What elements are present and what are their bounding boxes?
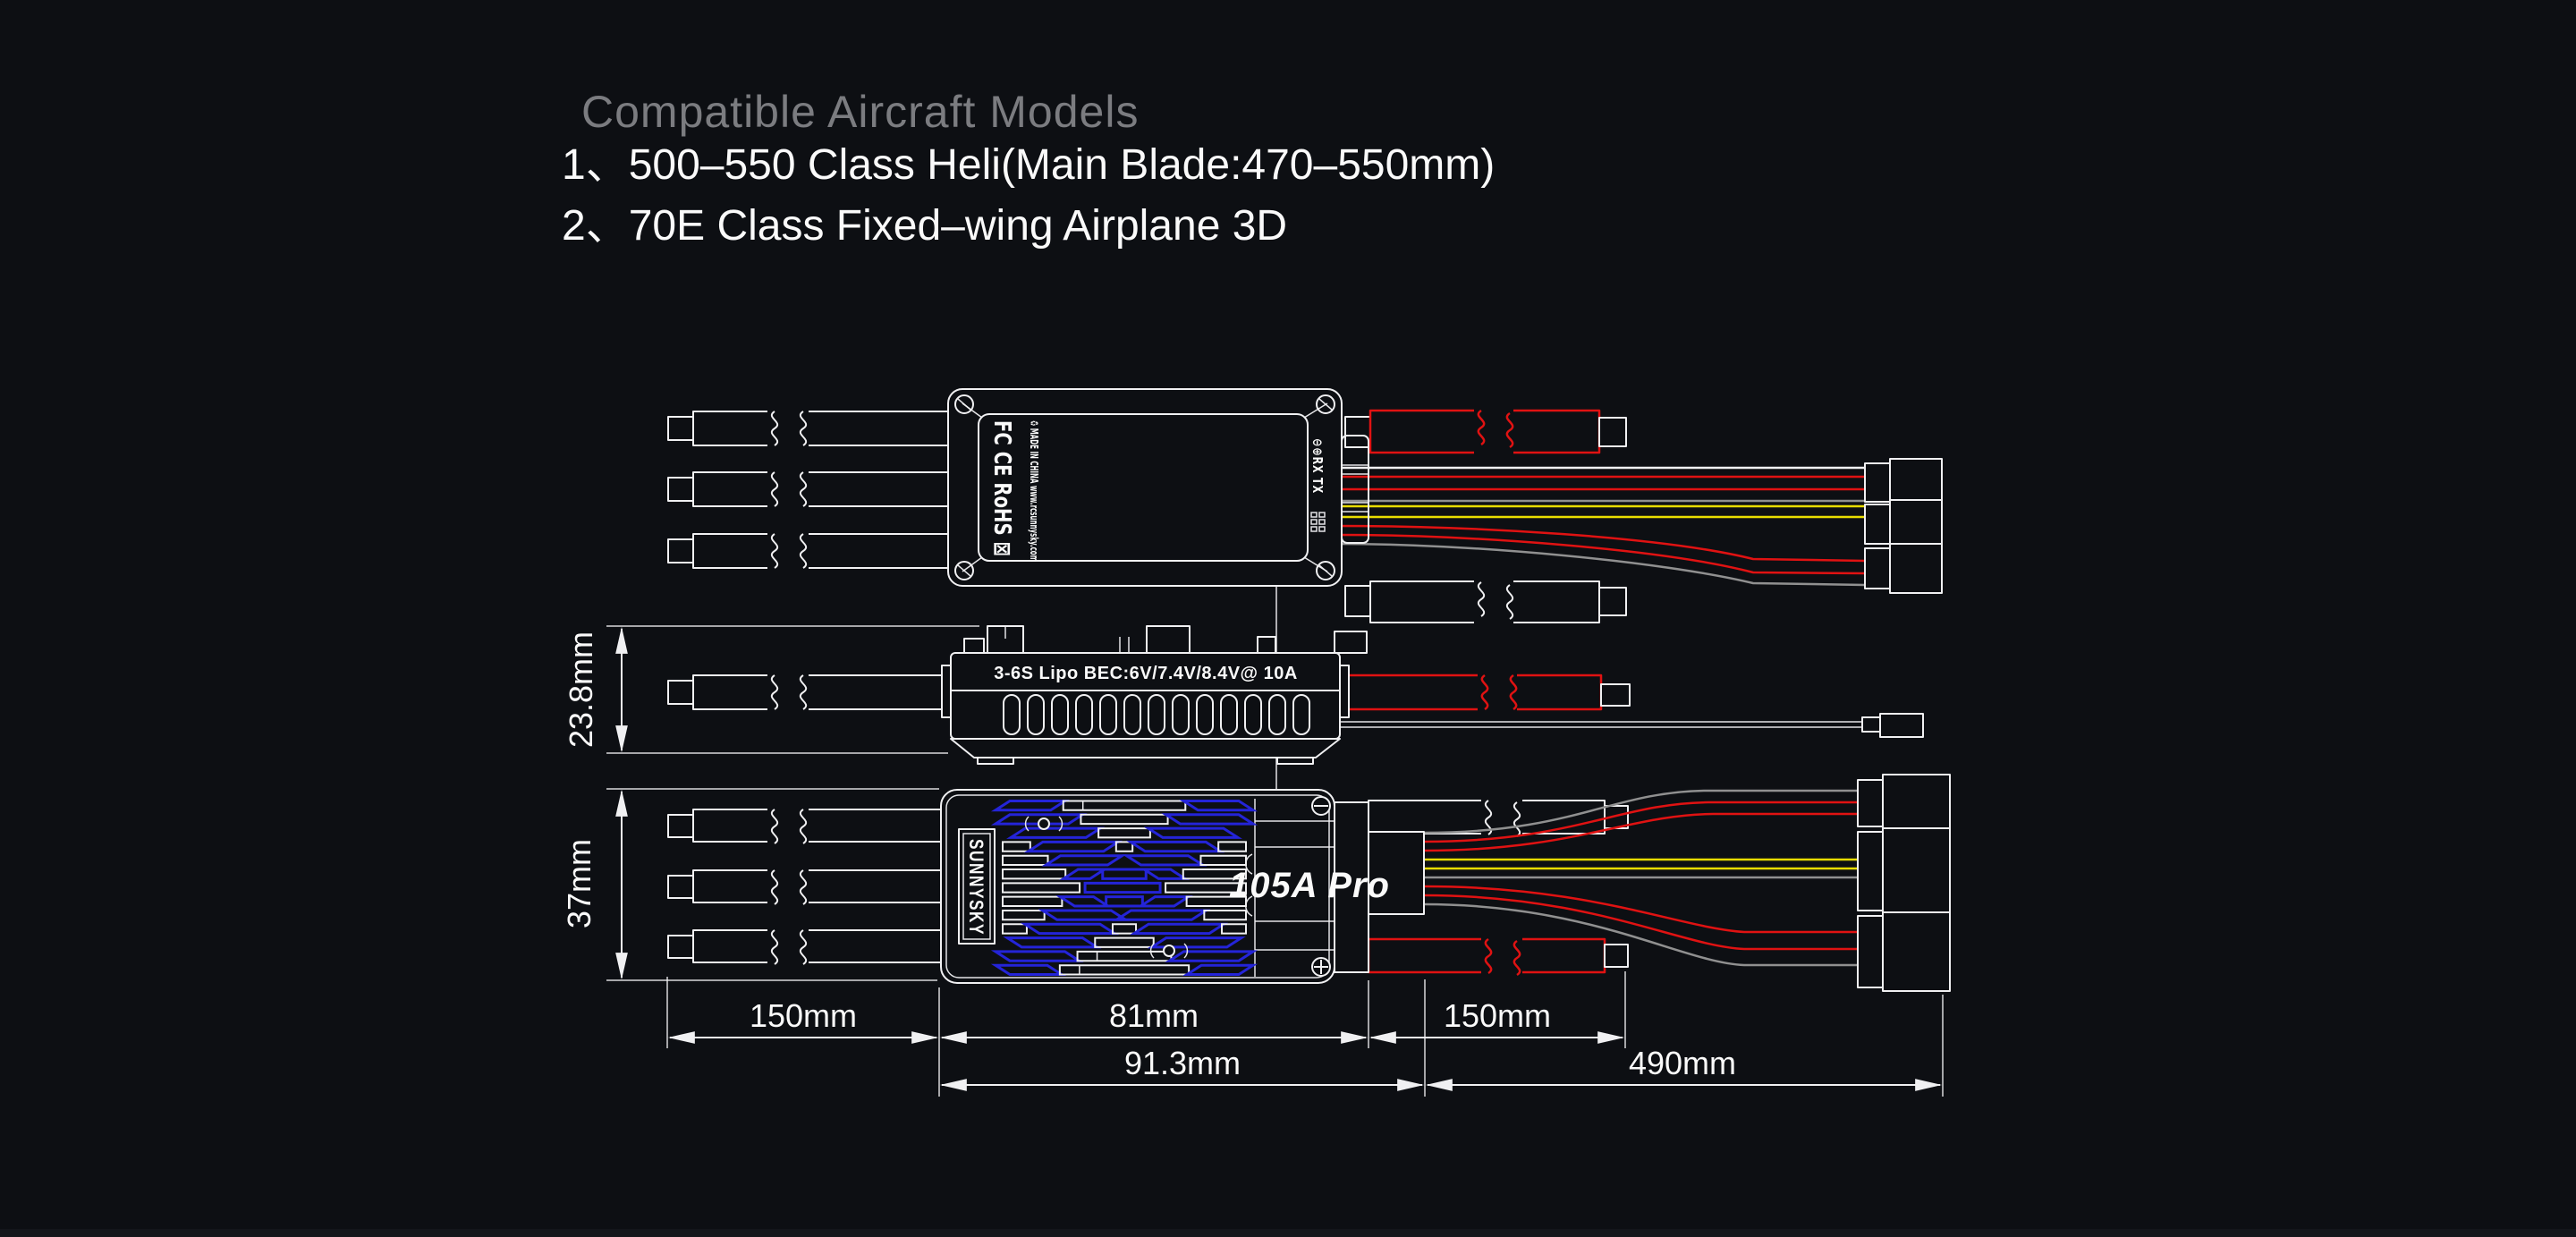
dim-left-wire: 150mm bbox=[750, 997, 857, 1034]
made-in-china-label: ♻ MADE IN CHINA www.rcsunnysky.com bbox=[1028, 420, 1040, 562]
page-title: Compatible Aircraft Models bbox=[581, 87, 1139, 137]
dim-case-total: 91.3mm bbox=[1124, 1045, 1241, 1081]
solder-pads bbox=[1310, 512, 1326, 532]
brand-label: SUNNYSKY bbox=[965, 839, 987, 936]
receiver-plugs-front bbox=[1857, 774, 1951, 992]
bec-spec-label: 3-6S Lipo BEC:6V/7.4V/8.4V@ 10A bbox=[994, 664, 1298, 683]
rear-case: FC CE RoHS ⊠ ♻ MADE IN CHINA www.rcsunny… bbox=[947, 388, 1369, 587]
footer-strip bbox=[0, 1229, 2576, 1237]
bullet-connector bbox=[667, 477, 694, 502]
minus-screw-icon bbox=[1311, 796, 1331, 816]
bullet-connector bbox=[667, 935, 694, 959]
brand-plate bbox=[958, 828, 996, 945]
heatsink-x-pattern bbox=[990, 800, 1258, 976]
esc-rear-view: FC CE RoHS ⊠ ♻ MADE IN CHINA www.rcsunny… bbox=[667, 388, 1943, 818]
servo-plug bbox=[1879, 713, 1924, 738]
receiver-plugs-rear bbox=[1864, 458, 1943, 594]
esc-front-view: SUNNYSKY 105A Pro bbox=[667, 774, 1951, 992]
plus-screw-icon bbox=[1311, 957, 1331, 977]
signal-wire-block bbox=[1368, 831, 1425, 915]
battery-connector bbox=[1600, 683, 1631, 707]
dimension-annotations: 23.8mm 37mm 150mm 81mm 150mm 91.3mm 490m… bbox=[561, 625, 1944, 1097]
plug-housing bbox=[1341, 435, 1369, 544]
dim-cable-total: 490mm bbox=[1629, 1045, 1736, 1081]
cert-markings: FC CE RoHS ⊠ bbox=[988, 420, 1015, 556]
vent-slots bbox=[1003, 694, 1310, 735]
rx-tx-port-label: ⊖⊕RX TX bbox=[1309, 438, 1326, 494]
model-label: 105A Pro bbox=[1229, 866, 1390, 905]
compat-item-2: 2、70E Class Fixed–wing Airplane 3D bbox=[562, 202, 1287, 250]
battery-connector bbox=[1598, 587, 1627, 616]
bullet-connector bbox=[667, 680, 694, 705]
motor-wires-left bbox=[667, 409, 949, 571]
screw-icon bbox=[954, 394, 1335, 580]
dim-case-height: 37mm bbox=[561, 839, 597, 928]
esc-side-view: 3-6S Lipo BEC:6V/7.4V/8.4V@ 10A bbox=[667, 625, 1924, 765]
bullet-connector bbox=[667, 538, 694, 563]
header: Compatible Aircraft Models 1、500–550 Cla… bbox=[562, 87, 1495, 250]
bullet-connector bbox=[667, 814, 694, 838]
bullet-connector bbox=[667, 875, 694, 899]
motor-wires-left bbox=[667, 807, 942, 965]
dim-side-height: 23.8mm bbox=[563, 631, 599, 748]
dim-case-width: 81mm bbox=[1109, 997, 1199, 1034]
battery-positive-wire bbox=[1338, 674, 1603, 711]
dim-right-wire: 150mm bbox=[1444, 997, 1551, 1034]
signal-wires-rear bbox=[1335, 466, 1866, 587]
bullet-connector bbox=[667, 416, 694, 441]
battery-connector bbox=[1604, 944, 1629, 968]
signal-wires-front bbox=[1423, 789, 1858, 967]
sensor-dot-icon bbox=[1024, 816, 1189, 959]
front-case: SUNNYSKY 105A Pro bbox=[940, 789, 1425, 984]
battery-connector bbox=[1598, 417, 1627, 447]
compat-item-1: 1、500–550 Class Heli(Main Blade:470–550m… bbox=[562, 141, 1495, 189]
side-case: 3-6S Lipo BEC:6V/7.4V/8.4V@ 10A bbox=[941, 625, 1368, 765]
